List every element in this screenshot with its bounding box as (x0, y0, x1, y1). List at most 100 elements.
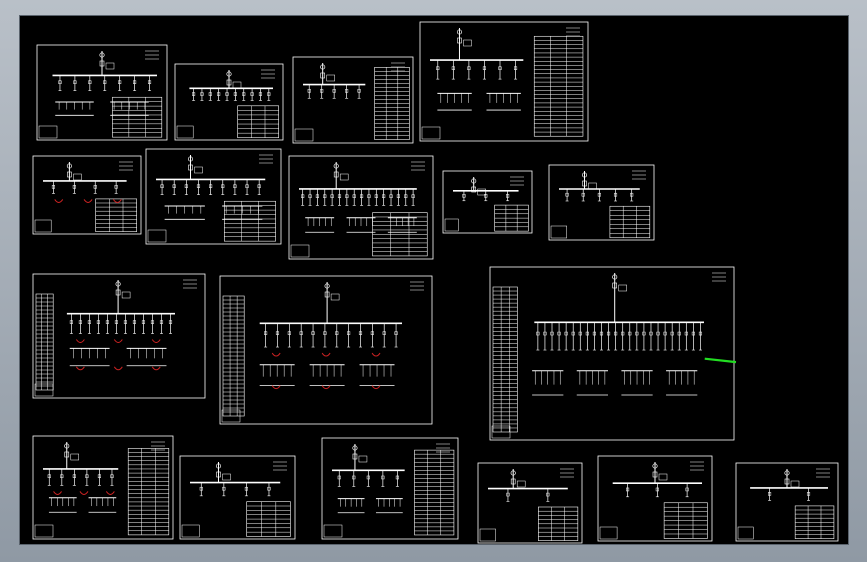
meter-symbol (194, 166, 203, 174)
feeder-breaker (592, 331, 596, 336)
green-marker (704, 357, 737, 364)
drawing-canvas[interactable] (20, 16, 848, 544)
feeder-breaker (199, 486, 203, 491)
single-line-diagram (43, 162, 127, 203)
feeder-breaker (323, 331, 327, 335)
feeder-breaker (514, 66, 518, 70)
drawing-sheet[interactable] (32, 273, 206, 399)
drawing-sheet[interactable] (321, 437, 459, 540)
breaker-symbol (324, 291, 330, 298)
transformer-symbol (187, 156, 194, 162)
highlighted-component (75, 339, 85, 344)
meter-symbol (326, 74, 335, 82)
feeder-breaker (287, 331, 291, 335)
legend-table-frame (237, 105, 279, 139)
drawing-sheet[interactable] (419, 21, 589, 142)
title-block (176, 125, 194, 139)
feeder-breaker (546, 492, 550, 497)
highlighted-component (54, 199, 64, 203)
feeder-breaker (685, 487, 689, 492)
feeder-breaker (382, 194, 386, 198)
legend-table (224, 200, 276, 242)
single-line-diagram (52, 51, 157, 116)
feeder-breaker (96, 320, 100, 324)
meter-symbol (70, 453, 80, 461)
breaker-symbol (471, 186, 477, 193)
sheet-border (597, 455, 713, 542)
drawing-sheet[interactable] (36, 44, 168, 141)
feeder-breaker (484, 194, 488, 198)
feeder-breaker (72, 474, 76, 478)
feeder-breaker (358, 331, 363, 335)
meter-symbol (588, 182, 597, 190)
feeder-breaker (581, 192, 585, 197)
legend-table-frame (127, 448, 170, 536)
feeder-breaker (635, 331, 639, 336)
feeder-breaker (585, 331, 589, 336)
feeder-breaker (347, 331, 351, 335)
feeder-breaker (141, 320, 146, 324)
feeder-breaker (88, 80, 92, 84)
drawing-sheet[interactable] (219, 275, 433, 425)
feeder-breaker (607, 331, 611, 336)
meter-symbol (790, 480, 800, 488)
drawing-sheet[interactable] (735, 462, 839, 542)
drawing-sheet[interactable] (477, 462, 583, 544)
feeder-breaker (208, 92, 212, 96)
feeder-breaker (367, 194, 371, 198)
title-block (38, 125, 58, 139)
legend-table (112, 96, 163, 138)
feeder-breaker (307, 89, 311, 93)
drawing-sheet[interactable] (597, 455, 713, 542)
transformer-symbol (226, 71, 232, 77)
feeder-breaker (320, 89, 324, 93)
feeder-breaker (345, 194, 349, 198)
feeder-breaker (614, 331, 618, 336)
breaker-symbol (188, 164, 193, 171)
drawing-sheet[interactable] (548, 164, 655, 241)
drawing-sheet[interactable] (32, 155, 142, 235)
breaker-symbol (333, 171, 339, 178)
transformer-symbol (784, 470, 790, 476)
single-line-diagram (259, 282, 402, 390)
feeder-breaker (97, 474, 101, 478)
feeder-breaker (382, 331, 386, 335)
drawing-sheet[interactable] (489, 266, 737, 441)
feeder-breaker (225, 92, 229, 96)
single-line-diagram (453, 177, 519, 202)
breaker-symbol (784, 478, 790, 485)
feeder-breaker (221, 184, 225, 188)
meter-symbol (73, 173, 82, 181)
feeder-breaker (370, 331, 374, 335)
sheet-border (36, 44, 168, 141)
drawing-sheet[interactable] (145, 148, 282, 245)
feeder-breaker (222, 486, 226, 491)
drawing-sheet[interactable] (442, 170, 533, 234)
feeder-breaker (267, 92, 271, 96)
title-block (599, 526, 618, 540)
breaker-symbol (612, 282, 618, 289)
meter-symbol (463, 39, 472, 47)
sheet-border (477, 462, 583, 544)
meter-symbol (658, 473, 668, 481)
feeder-breaker (147, 80, 152, 84)
drawing-sheet[interactable] (288, 155, 434, 260)
feeder-breaker (352, 194, 356, 198)
sheet-border (419, 21, 589, 142)
transformer-symbol (456, 29, 463, 35)
drawing-sheet[interactable] (32, 435, 174, 540)
feeder-breaker (133, 80, 137, 84)
drawing-sheet[interactable] (174, 63, 284, 141)
drawing-sheet[interactable] (179, 455, 296, 540)
breaker-symbol (352, 453, 358, 460)
feeder-breaker (564, 331, 568, 336)
drawing-sheet[interactable] (292, 56, 414, 144)
single-line-diagram (612, 462, 702, 498)
title-block (294, 128, 314, 142)
title-block (147, 229, 167, 243)
feeder-breaker (670, 331, 674, 336)
highlighted-component (151, 366, 161, 371)
feeder-breaker (114, 320, 118, 324)
meter-symbol (232, 81, 242, 89)
